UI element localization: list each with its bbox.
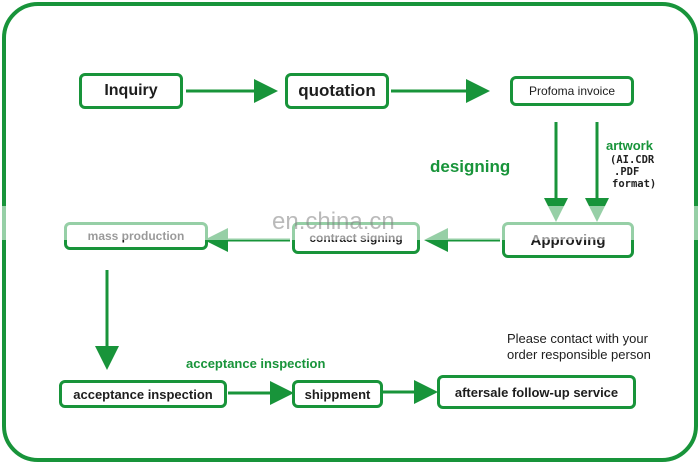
artwork-format-line2: .PDF — [614, 166, 640, 178]
designing-label: designing — [430, 157, 511, 176]
artwork-format-line1: (AI.CDR — [610, 154, 655, 166]
watermark: en.china.cn — [272, 208, 395, 235]
node-inquiry: Inquiry — [79, 73, 183, 109]
node-aftersale-label: aftersale follow-up service — [454, 384, 619, 400]
watermark-band — [0, 206, 700, 240]
node-shippment-label: shippment — [304, 386, 371, 402]
node-quotation: quotation — [285, 73, 389, 109]
node-shippment: shippment — [292, 380, 383, 408]
acceptance-inspection-caption: acceptance inspection — [186, 356, 326, 371]
node-acceptance-label: acceptance inspection — [73, 386, 213, 402]
node-aftersale-service: aftersale follow-up service — [437, 375, 636, 409]
node-proforma-label: Profoma invoice — [528, 84, 616, 98]
contact-note-line2: order responsible person — [507, 347, 651, 362]
node-acceptance-inspection: acceptance inspection — [59, 380, 227, 408]
artwork-format-line3: format) — [612, 178, 657, 190]
node-inquiry-label: Inquiry — [104, 82, 158, 99]
contact-note-line1: Please contact with your — [507, 331, 648, 346]
artwork-title: artwork — [606, 138, 653, 153]
node-proforma-invoice: Profoma invoice — [510, 76, 634, 106]
node-quotation-label: quotation — [298, 81, 376, 100]
